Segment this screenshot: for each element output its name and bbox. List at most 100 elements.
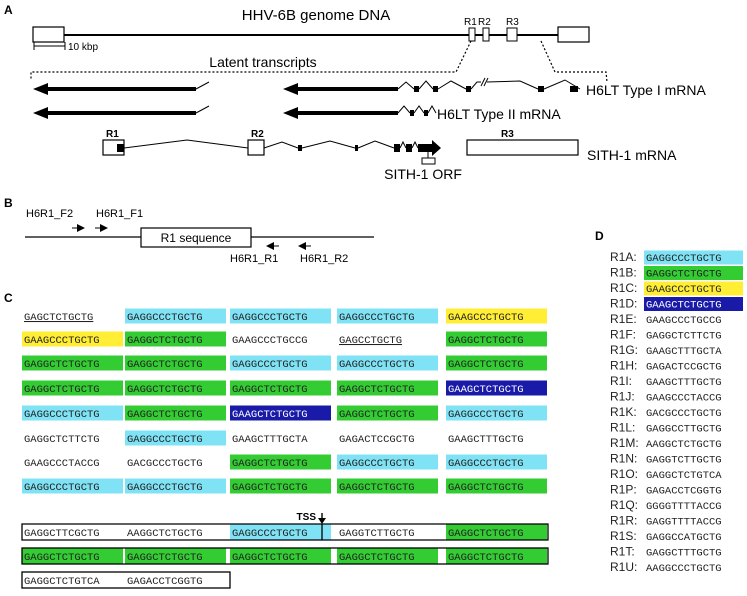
repeat-unit: GAGGCCCTGCTG	[127, 312, 203, 324]
seq-highlight	[337, 355, 438, 371]
seq-highlight	[125, 430, 226, 446]
repeat-unit: GAAGCTCTGCTG	[448, 384, 524, 396]
repeat-unit: GAGGCTCTGCTG	[448, 359, 524, 371]
type1-splice-3	[437, 80, 467, 90]
type2-exon-1	[410, 110, 414, 116]
sith-orf-box	[421, 157, 436, 165]
repeat-unit: GAAGCTCTGCTG	[232, 409, 308, 421]
repeat-type-label: R1G:	[610, 343, 638, 357]
repeat-type-label: R1E:	[610, 312, 637, 326]
type1-splice-2	[418, 80, 434, 90]
repeat-type-label: R1R:	[610, 514, 637, 528]
repeat-type-sequence: GAAGCCCTACCG	[646, 393, 722, 405]
seq-highlight	[230, 355, 331, 371]
repeat-type-label: R1H:	[610, 359, 637, 373]
sith-exon-3	[355, 145, 358, 151]
repeat-unit: GAGGCCCTGCTG	[127, 434, 203, 446]
panel-d: R1A:GAGGCCCTGCTGR1B:GAGGCTCTGCTGR1C:GAAG…	[610, 250, 743, 575]
repeat-type-sequence: AAGGCCCTGCTG	[646, 563, 722, 575]
repeat-unit: GAGGCTCTGCTG	[448, 335, 524, 347]
seq-highlight	[337, 548, 438, 564]
zoom-right-dotted	[540, 40, 608, 83]
transcribed-box-1	[21, 523, 549, 541]
sith-exon-4	[394, 144, 400, 152]
repeat-unit: GAGGCTCTGCTG	[232, 384, 308, 396]
seq-highlight	[230, 548, 331, 564]
repeat-type-sequence: GAAGCTTTGCTA	[646, 346, 722, 358]
panel-c-letter: C	[4, 291, 13, 305]
repeat-type-sequence: GAGGCTTTGCTG	[646, 548, 722, 560]
panel-d-letter: D	[595, 229, 604, 243]
type1-exon-1	[414, 86, 419, 92]
repeat-unit: GAGGCTCTGCTG	[339, 552, 415, 564]
seq-highlight	[337, 380, 438, 396]
repeat-type-sequence: GAGGTTTTACCG	[646, 517, 722, 529]
type1-splice-4	[470, 81, 481, 90]
zoom-left-dotted	[30, 40, 472, 79]
latent-title: Latent transcripts	[209, 54, 316, 70]
seq-highlight	[125, 308, 226, 324]
type1-left-arrow	[33, 83, 196, 95]
sith1-transcript: R1 R2 R3 SITH-1 ORF SITH-1 mRNA	[102, 129, 677, 182]
repeat-type-label: R1O:	[610, 467, 638, 481]
seq-highlight	[230, 405, 331, 421]
repeat-unit: GAGGCTCTGCTG	[339, 482, 415, 494]
genome-title: HHV-6B genome DNA	[242, 7, 390, 24]
tss-label: TSS	[297, 512, 317, 523]
sith-orf-arrow	[418, 140, 441, 156]
type2-splice-3	[427, 104, 437, 114]
primer-f1-label: H6R1_F1	[96, 208, 143, 220]
repeat-unit: GAGGCCCTGCTG	[448, 458, 524, 470]
seq-highlight	[125, 380, 226, 396]
repeat-type-sequence: GAGGTCTTGCTG	[646, 455, 722, 467]
panel-a-letter: A	[4, 3, 13, 17]
repeat-unit: GAGGCCCTGCTG	[232, 359, 308, 371]
type2-label: H6LT Type II mRNA	[437, 106, 561, 122]
repeat-unit: GAGGCCCTGCTG	[339, 312, 415, 324]
repeat-unit: GAGACCTCGGTG	[127, 576, 203, 588]
seq-highlight	[230, 524, 331, 540]
repeat-unit: GAGGCTCTGCTG	[24, 552, 100, 564]
type1-exon-5	[570, 86, 578, 92]
repeat-unit: GAGGCTCTGCTG	[339, 409, 415, 421]
repeat-unit: GAGGCTCTGCTG	[232, 552, 308, 564]
repeat-type-highlight	[644, 250, 743, 265]
repeat-unit: GAGGCTCTGTCA	[24, 576, 100, 588]
sith-r1-label: R1	[106, 129, 119, 140]
repeat-type-label: R1T:	[610, 545, 635, 559]
repeat-type-label: R1J:	[610, 390, 635, 404]
sith-exon-2	[298, 145, 302, 151]
sith-splice-2	[263, 141, 299, 149]
panel-b-letter: B	[4, 196, 13, 210]
tss-arrowhead	[318, 518, 326, 524]
repeat-unit: GAGGCTCTGCTG	[24, 359, 100, 371]
type1-break-2	[483, 77, 489, 87]
seq-highlight	[337, 405, 438, 421]
repeat-unit: GAGGCCCTGCTG	[24, 409, 100, 421]
seq-highlight	[22, 380, 123, 396]
repeat-type-sequence: GAGGCCTTGCTG	[646, 424, 722, 436]
type1-splice-1	[397, 81, 415, 90]
r1-sequence-label: R1 sequence	[161, 231, 232, 245]
sith-mrna-label: SITH-1 mRNA	[587, 147, 677, 163]
repeat-unit: GAGGCTCTGCTG	[232, 482, 308, 494]
repeat-type-label: R1S:	[610, 529, 637, 543]
seq-highlight	[446, 454, 547, 470]
repeat-type-sequence: GACGCCCTGCTG	[646, 408, 722, 420]
seq-highlight	[125, 405, 226, 421]
sith-splice-4	[357, 140, 395, 149]
type1-splice-5	[486, 80, 539, 90]
type2-transcript: H6LT Type II mRNA	[33, 104, 561, 122]
repeat-unit: GAGGCTCTGCTG	[127, 359, 203, 371]
sith-splice-6	[411, 140, 419, 149]
sith-splice-1	[123, 139, 249, 149]
type2-splice-2	[413, 105, 425, 114]
repeat-type-highlight	[644, 297, 743, 311]
primer-f2-label: H6R1_F2	[26, 208, 73, 220]
repeat-unit: GAGGCCCTGCTG	[339, 458, 415, 470]
repeat-unit: GAAGCCCTGCCG	[232, 335, 308, 347]
seq-highlight	[446, 331, 547, 347]
seq-highlight	[446, 478, 547, 494]
repeat-type-sequence: GAAGCCCTGCTG	[646, 284, 722, 296]
type1-left-splice	[195, 81, 210, 90]
